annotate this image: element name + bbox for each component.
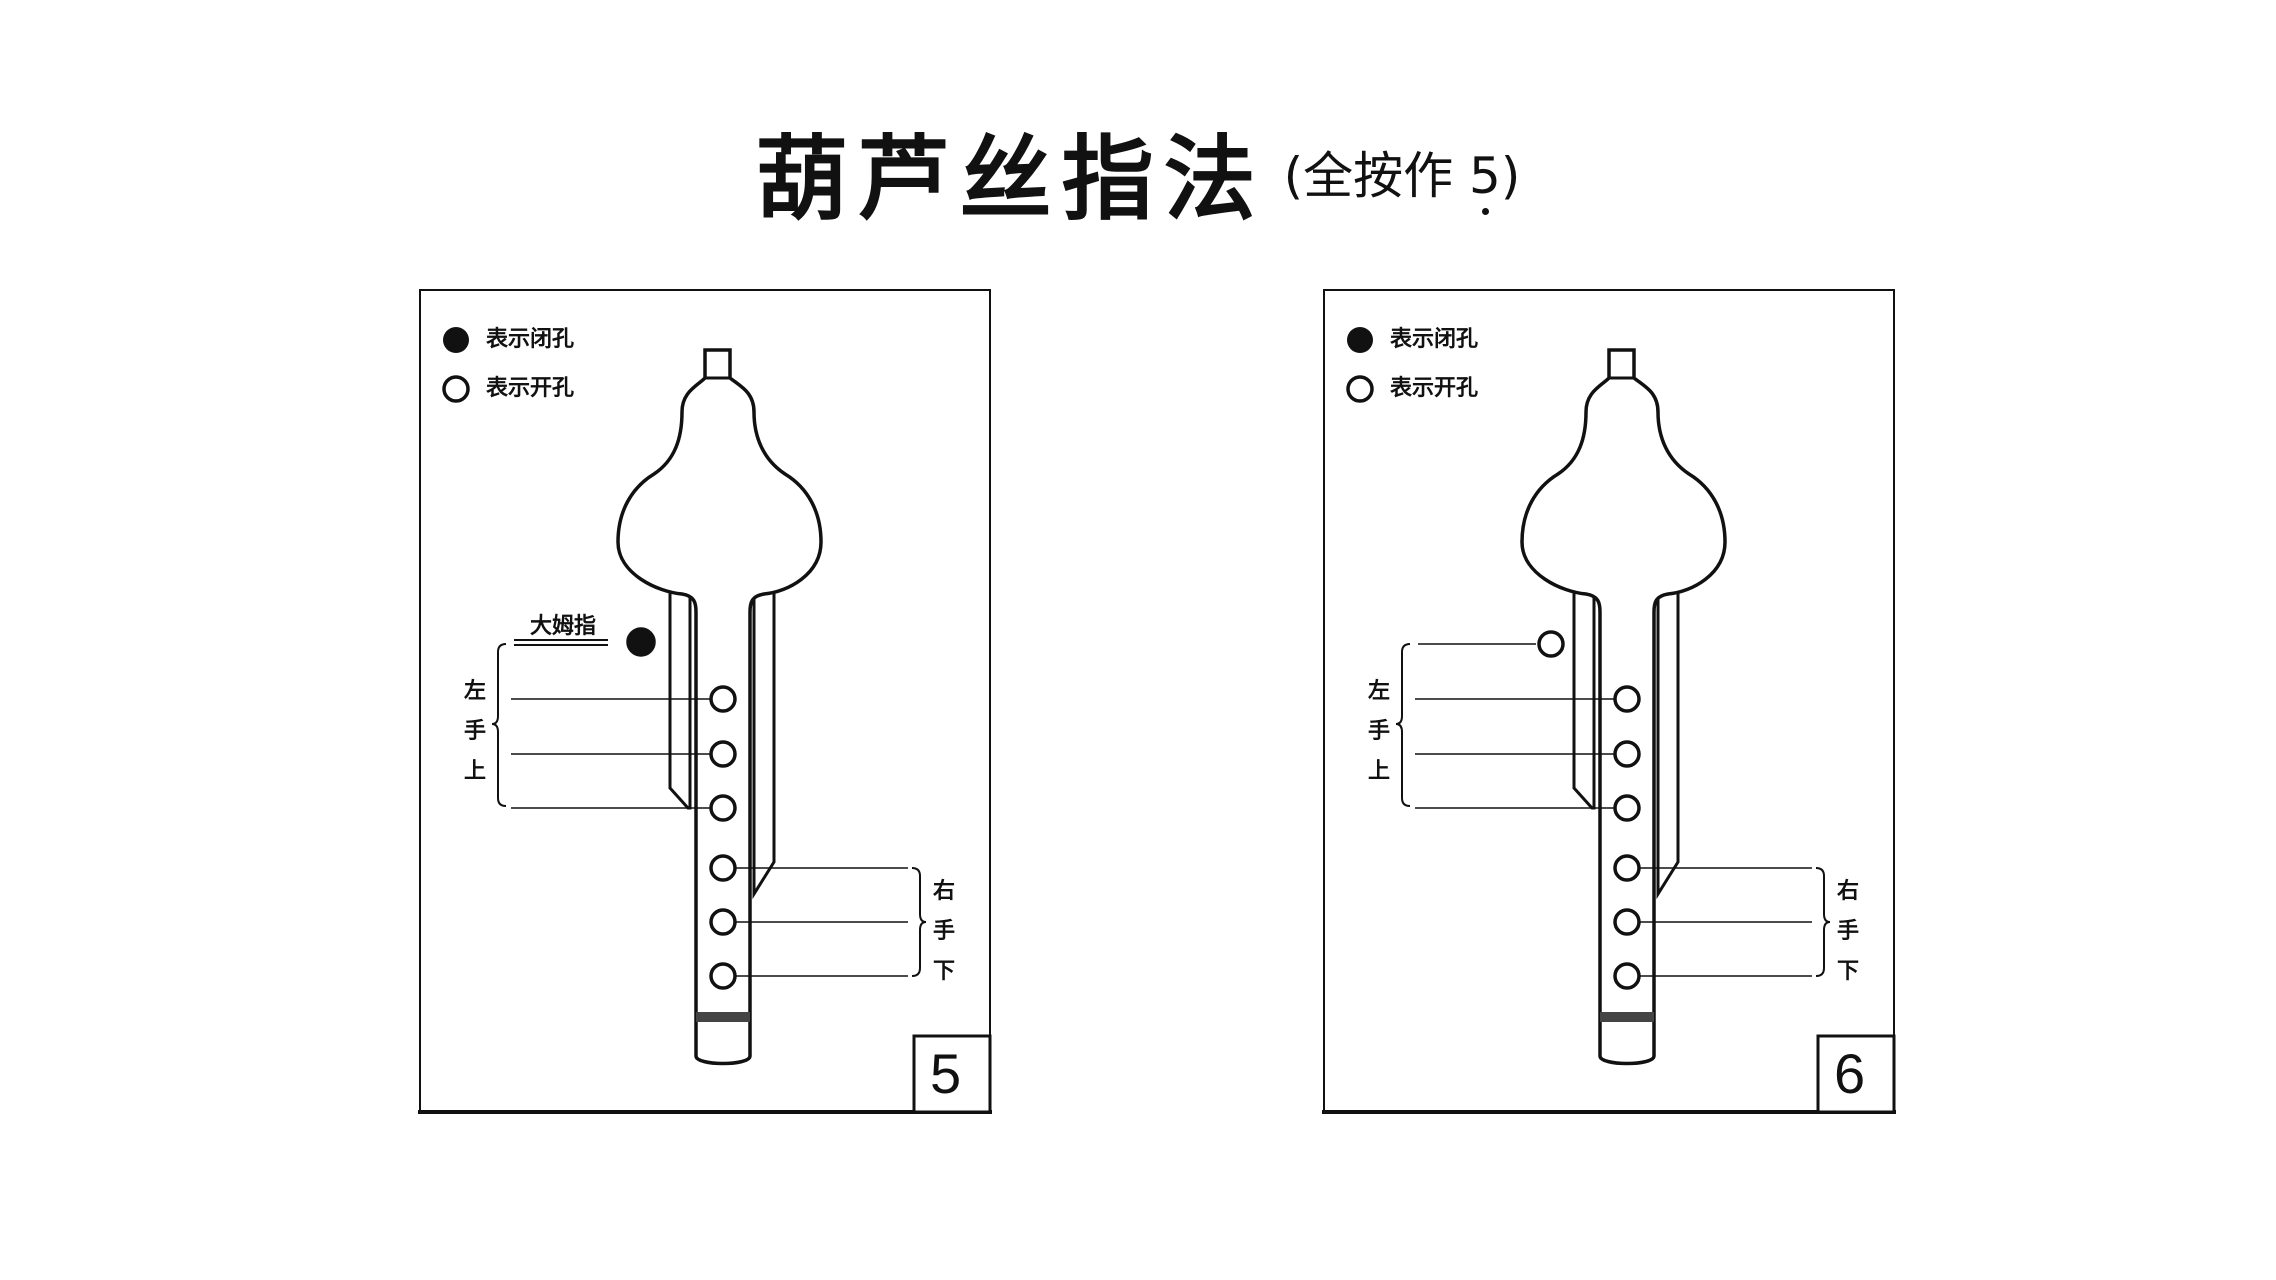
- left-hole-1-icon: [1613, 685, 1641, 713]
- legend-open-label: 表示开孔: [1390, 376, 1479, 401]
- left-hand-char: 手: [463, 719, 486, 744]
- left-hand-char: 上: [463, 759, 486, 784]
- legend-closed-label: 表示闭孔: [1390, 327, 1479, 352]
- body-band: [696, 1012, 750, 1022]
- right-hand-label: 右 手 下: [929, 872, 959, 992]
- right-hand-char: 右: [932, 879, 955, 904]
- left-hand-char: 上: [1367, 759, 1390, 784]
- right-hand-char: 下: [932, 959, 955, 984]
- body-band: [1600, 1012, 1654, 1022]
- legend-open-icon: [442, 375, 470, 403]
- legend-closed-label: 表示闭孔: [486, 327, 575, 352]
- right-drone-pipe: [752, 588, 776, 900]
- fingering-panel-5: 表示闭孔 表示开孔 大姆指 左 手 上 右 手 下 5: [418, 288, 992, 1114]
- right-leaders: [735, 867, 927, 977]
- note-number: 6: [1834, 1042, 1866, 1105]
- right-hand-char: 下: [1836, 959, 1859, 984]
- thumb-hole-icon: [1537, 630, 1565, 658]
- left-hole-2-icon: [1613, 740, 1641, 768]
- left-hand-char: 手: [1367, 719, 1390, 744]
- fingering-panel-6: 表示闭孔 表示开孔 左 手 上 右 手 下 6: [1322, 288, 1896, 1114]
- title-sub-close: ): [1500, 146, 1521, 205]
- note-number: 5: [930, 1042, 962, 1105]
- legend-open-icon: [1346, 375, 1374, 403]
- page-title: 葫芦丝指法(全按作 5): [0, 105, 2276, 238]
- thumb-label: 大姆指: [530, 614, 597, 639]
- right-drone-pipe: [1656, 588, 1680, 900]
- right-hole-2-icon: [709, 908, 737, 936]
- left-hand-char: 左: [1367, 679, 1390, 704]
- legend-closed-icon: [443, 327, 469, 353]
- title-sub-note: 5: [1469, 146, 1501, 215]
- right-hand-char: 手: [932, 919, 955, 944]
- right-hand-char: 手: [1836, 919, 1859, 944]
- left-hand-char: 左: [463, 679, 486, 704]
- hulusi-diagram: [418, 289, 992, 1114]
- title-subtitle: (全按作 5): [1283, 146, 1521, 215]
- left-hole-3-icon: [709, 794, 737, 822]
- thumb-hole-icon: [626, 627, 656, 657]
- left-hand-label: 左 手 上: [460, 672, 490, 792]
- left-hole-3-icon: [1613, 794, 1641, 822]
- right-hole-3-icon: [1613, 962, 1641, 990]
- number-box: [912, 1034, 992, 1114]
- number-box: [1816, 1034, 1896, 1114]
- right-hand-char: 右: [1836, 879, 1859, 904]
- legend-open-label: 表示开孔: [486, 376, 575, 401]
- title-sub-open: (全按作: [1283, 146, 1454, 205]
- left-hole-1-icon: [709, 685, 737, 713]
- right-hole-1-icon: [709, 854, 737, 882]
- right-leaders: [1639, 867, 1831, 977]
- right-hole-1-icon: [1613, 854, 1641, 882]
- title-main: 葫芦丝指法: [755, 126, 1266, 233]
- right-hole-3-icon: [709, 962, 737, 990]
- left-leaders: [1395, 643, 1615, 809]
- legend-closed-icon: [1347, 327, 1373, 353]
- left-leaders: [491, 639, 711, 809]
- hulusi-diagram: [1322, 289, 1896, 1114]
- right-hand-label: 右 手 下: [1833, 872, 1863, 992]
- left-hole-2-icon: [709, 740, 737, 768]
- left-hand-label: 左 手 上: [1364, 672, 1394, 792]
- right-hole-2-icon: [1613, 908, 1641, 936]
